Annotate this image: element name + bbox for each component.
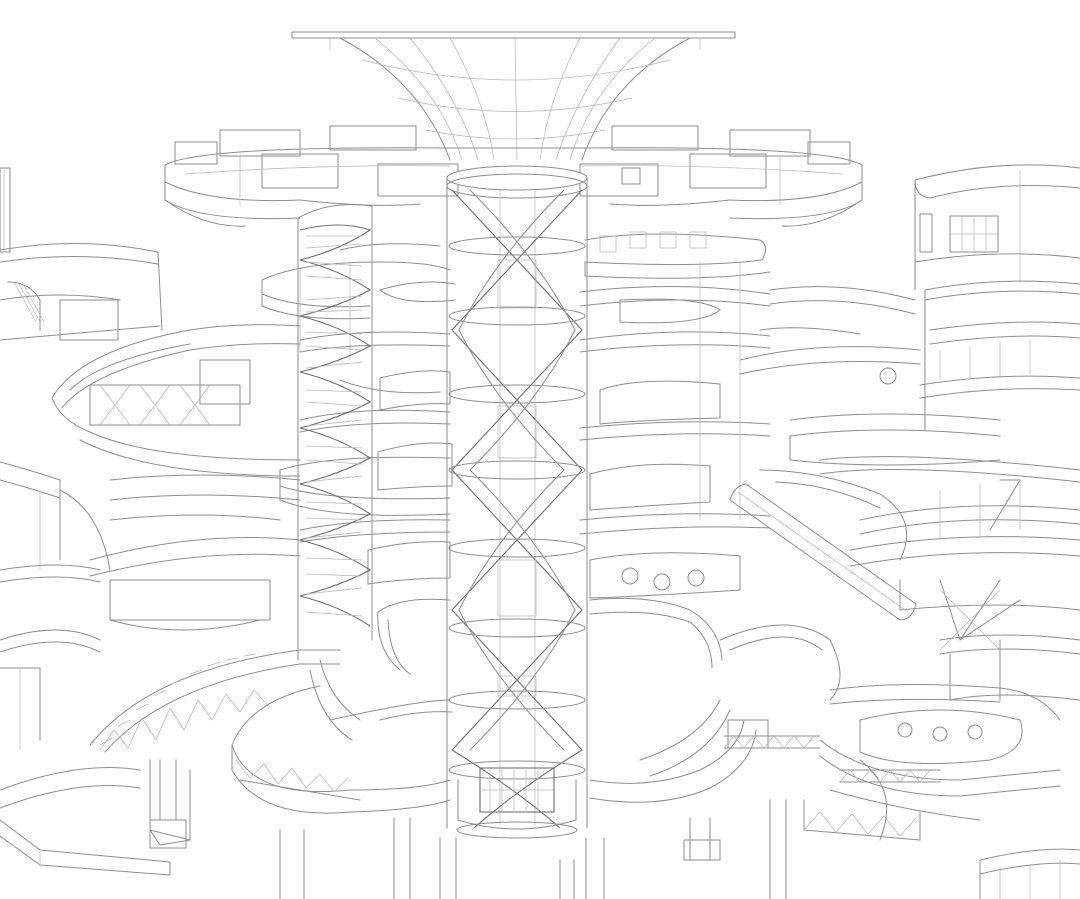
top-canopy (291, 31, 736, 161)
base-columns (149, 759, 787, 899)
left-ramp (51, 324, 301, 477)
left-background-tower (0, 167, 163, 341)
right-wing-decks (729, 286, 1080, 621)
upper-ring-deck (164, 125, 863, 227)
right-truss (723, 735, 941, 783)
mid-right-decks (579, 231, 771, 599)
mid-left-decks (261, 243, 456, 585)
right-cylindrical-tower (879, 164, 1080, 431)
central-lattice-tower (446, 165, 588, 839)
right-lower-structure (803, 579, 1080, 899)
central-lower-platforms (231, 597, 841, 814)
lower-left-truss (0, 649, 341, 876)
left-lower-decks (0, 461, 301, 750)
spiral-staircase (297, 204, 373, 661)
